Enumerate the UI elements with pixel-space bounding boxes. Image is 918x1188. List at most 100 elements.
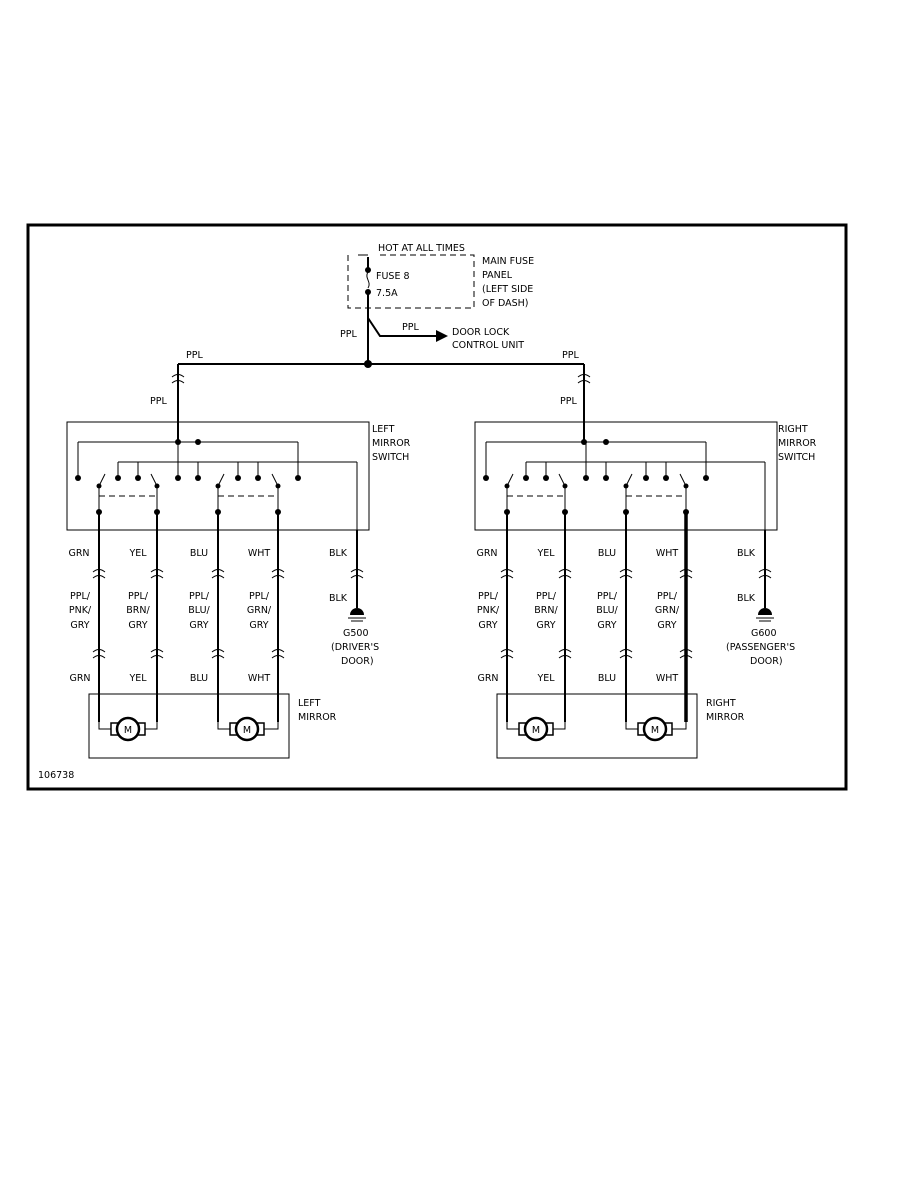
- left-switch-line-1: LEFT: [372, 424, 395, 435]
- connector-symbol: [211, 649, 225, 653]
- connector-symbol: [271, 569, 285, 573]
- fuse-panel-line-1: MAIN FUSE: [482, 256, 534, 267]
- ground-wire-label-bottom: BLK: [737, 593, 756, 604]
- right-feed-label: PPL: [562, 350, 579, 361]
- connector-symbol: [558, 575, 572, 579]
- wire-color-label-mid: PNK/: [69, 605, 92, 616]
- wire-color-label-top: YEL: [128, 548, 147, 559]
- wire-color-label-mid: GRY: [657, 620, 676, 631]
- motor-icon: [523, 716, 549, 742]
- connector-symbol: [171, 380, 185, 384]
- left-ground-line-2: DOOR): [341, 656, 374, 667]
- right-ground-line-1: (PASSENGER'S: [726, 642, 795, 653]
- connector-symbol: [679, 655, 693, 659]
- motor-icon: [115, 716, 141, 742]
- left-mirror-circuit: GRNPPL/PNK/GRYGRNYELPPL/BRN/GRYYELBLUPPL…: [66, 364, 370, 759]
- wire-color-label-top: GRN: [68, 548, 89, 559]
- left-mirror-line-2: MIRROR: [298, 712, 337, 723]
- wire-color-label-mid: GRY: [189, 620, 208, 631]
- door-lock-line-1: DOOR LOCK: [452, 327, 510, 338]
- wire-color-label-mid: BLU/: [188, 605, 210, 616]
- wire-color-label-top: WHT: [656, 548, 679, 559]
- wire-color-label-bottom: BLU: [190, 673, 208, 684]
- motor-label: M: [651, 725, 659, 736]
- bus-node: [603, 439, 609, 445]
- wire-color-label-mid: GRY: [478, 620, 497, 631]
- connector-symbol: [271, 655, 285, 659]
- wire-color-label-mid: GRY: [70, 620, 89, 631]
- ground-wire-label-top: BLK: [329, 548, 348, 559]
- wire-color-label-top: BLU: [190, 548, 208, 559]
- connector-symbol: [150, 575, 164, 579]
- connector-symbol: [577, 374, 591, 378]
- wire-color-label-bottom: WHT: [656, 673, 679, 684]
- connector-symbol: [150, 649, 164, 653]
- left-switch-line-2: MIRROR: [372, 438, 411, 449]
- wire-color-label-mid: PPL/: [189, 591, 210, 602]
- ground-wire-label-bottom: BLK: [329, 593, 348, 604]
- main-fuse-panel: HOT AT ALL TIMES FUSE 8 7.5A MAIN FUSE P…: [347, 243, 534, 309]
- left-switch-line-3: SWITCH: [372, 452, 409, 463]
- connector-symbol: [679, 575, 693, 579]
- wire-color-label-mid: GRY: [249, 620, 268, 631]
- wire-color-label-mid: PPL/: [597, 591, 618, 602]
- wire-color-label-mid: GRN/: [247, 605, 272, 616]
- fuse-panel-line-3: (LEFT SIDE: [482, 284, 533, 295]
- fuse-hot-label: HOT AT ALL TIMES: [378, 243, 465, 254]
- connector-symbol: [758, 575, 772, 579]
- connector-symbol: [92, 655, 106, 659]
- wire-color-label-mid: BLU/: [596, 605, 618, 616]
- wire-color-label-bottom: BLU: [598, 673, 616, 684]
- bus-node: [195, 439, 201, 445]
- feed-wire-label: PPL: [340, 329, 357, 340]
- wire-color-label-mid: GRY: [536, 620, 555, 631]
- left-ground-line-1: (DRIVER'S: [331, 642, 379, 653]
- wire-color-label-mid: GRN/: [655, 605, 680, 616]
- wire-color-label-mid: PPL/: [657, 591, 678, 602]
- connector-symbol: [619, 569, 633, 573]
- wire-color-label-mid: PPL/: [249, 591, 270, 602]
- right-mirror-line-2: MIRROR: [706, 712, 745, 723]
- wire-color-label-top: YEL: [536, 548, 555, 559]
- connector-symbol: [619, 649, 633, 653]
- connector-symbol: [500, 569, 514, 573]
- motor-label: M: [124, 725, 132, 736]
- connector-symbol: [500, 649, 514, 653]
- connector-symbol: [500, 575, 514, 579]
- right-ground-id: G600: [751, 628, 777, 639]
- right-feed-label-2: PPL: [560, 396, 577, 407]
- wire-color-label-top: GRN: [476, 548, 497, 559]
- connector-symbol: [500, 655, 514, 659]
- fuse-panel-line-2: PANEL: [482, 270, 513, 281]
- door-lock-line-2: CONTROL UNIT: [452, 340, 524, 351]
- connector-symbol: [679, 649, 693, 653]
- wire-color-label-mid: PPL/: [128, 591, 149, 602]
- switch-contact: [75, 475, 81, 481]
- wire-color-label-top: WHT: [248, 548, 271, 559]
- connector-symbol: [150, 569, 164, 573]
- motor-lead: [143, 722, 158, 730]
- connector-symbol: [350, 569, 364, 573]
- diagram-frame: [26, 223, 848, 791]
- connector-symbol: [619, 575, 633, 579]
- wire-color-label-top: BLU: [598, 548, 616, 559]
- wire-color-label-bottom: YEL: [536, 673, 555, 684]
- ground-icon: [350, 608, 364, 615]
- door-lock-wire-label: PPL: [402, 322, 419, 333]
- splice-dot: [364, 360, 372, 368]
- connector-symbol: [92, 575, 106, 579]
- connector-symbol: [558, 649, 572, 653]
- connector-symbol: [271, 649, 285, 653]
- connector-symbol: [558, 569, 572, 573]
- connector-symbol: [211, 569, 225, 573]
- motor-icon: [234, 716, 260, 742]
- connector-symbol: [271, 575, 285, 579]
- wire-color-label-mid: PPL/: [478, 591, 499, 602]
- wire-color-label-mid: BRN/: [126, 605, 150, 616]
- left-feed-label-2: PPL: [150, 396, 167, 407]
- fuse-name: FUSE 8: [376, 271, 410, 282]
- connector-symbol: [171, 374, 185, 378]
- motor-lead: [670, 722, 687, 730]
- right-switch-line-3: SWITCH: [778, 452, 815, 463]
